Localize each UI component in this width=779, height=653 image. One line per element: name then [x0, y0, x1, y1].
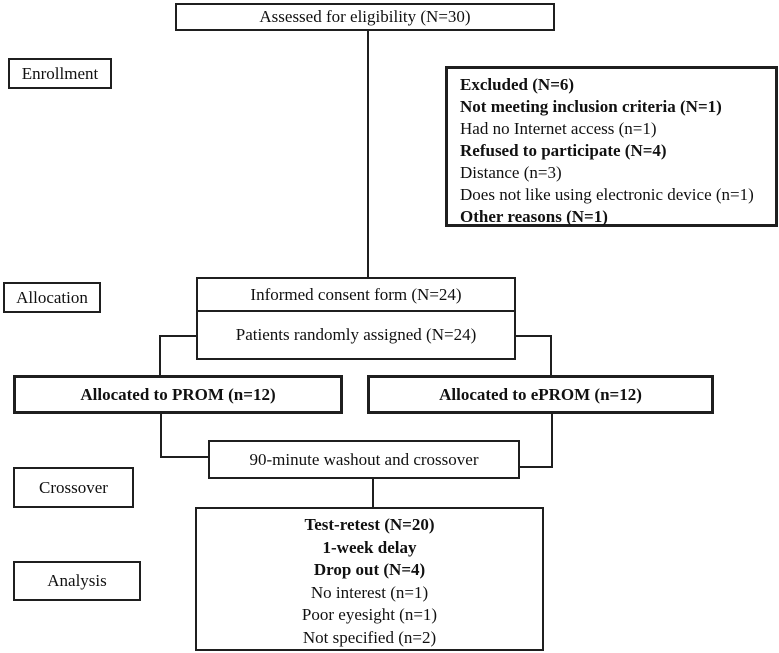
eprom-label: Allocated to ePROM (n=12): [439, 384, 642, 404]
excluded-line: Does not like using electronic device (n…: [460, 185, 754, 204]
connector-line: [367, 30, 369, 279]
connector-line: [372, 477, 374, 508]
assigned-box: Patients randomly assigned (N=24): [196, 310, 516, 360]
analysis-line: Drop out (N=4): [313, 560, 426, 579]
assessed-label: Assessed for eligibility (N=30): [259, 7, 471, 27]
assigned-label: Patients randomly assigned (N=24): [235, 325, 477, 345]
connector-line: [160, 412, 162, 458]
consent-box: Informed consent form (N=24): [196, 277, 516, 312]
analysis-line: No interest (n=1): [310, 582, 429, 602]
connector-line: [551, 412, 553, 468]
connector-line: [159, 335, 161, 376]
prom-label: Allocated to PROM (n=12): [80, 384, 276, 404]
stage-label-crossover: Crossover: [13, 467, 134, 508]
stage-label-allocation: Allocation: [3, 282, 101, 313]
stage-label-enrollment: Enrollment: [8, 58, 112, 89]
connector-line: [159, 335, 198, 337]
excluded-line: Had no Internet access (n=1): [460, 119, 657, 138]
excluded-line: Distance (n=3): [460, 163, 562, 182]
analysis-line: Poor eyesight (n=1): [301, 605, 438, 624]
excluded-line: Other reasons (N=1): [460, 207, 608, 226]
excluded-box: Excluded (N=6) Not meeting inclusion cri…: [445, 66, 778, 227]
washout-label: 90-minute washout and crossover: [249, 449, 479, 469]
assessed-box: Assessed for eligibility (N=30): [175, 3, 555, 31]
connector-line: [518, 466, 553, 468]
prom-box: Allocated to PROM (n=12): [13, 375, 343, 414]
consent-label: Informed consent form (N=24): [250, 284, 462, 304]
excluded-line: Not meeting inclusion criteria (N=1): [460, 97, 722, 116]
analysis-line: Test-retest (N=20): [304, 515, 435, 534]
washout-box: 90-minute washout and crossover: [208, 440, 520, 479]
connector-line: [160, 456, 209, 458]
excluded-line: Excluded (N=6): [460, 75, 575, 94]
stage-label-analysis: Analysis: [13, 561, 141, 601]
connector-line: [550, 335, 552, 376]
connector-line: [514, 335, 552, 337]
eprom-box: Allocated to ePROM (n=12): [367, 375, 714, 414]
analysis-line: 1-week delay: [322, 537, 417, 557]
analysis-box: Test-retest (N=20) 1-week delay Drop out…: [195, 507, 544, 651]
excluded-line: Refused to participate (N=4): [460, 141, 667, 160]
analysis-line: Not specified (n=2): [302, 627, 437, 647]
